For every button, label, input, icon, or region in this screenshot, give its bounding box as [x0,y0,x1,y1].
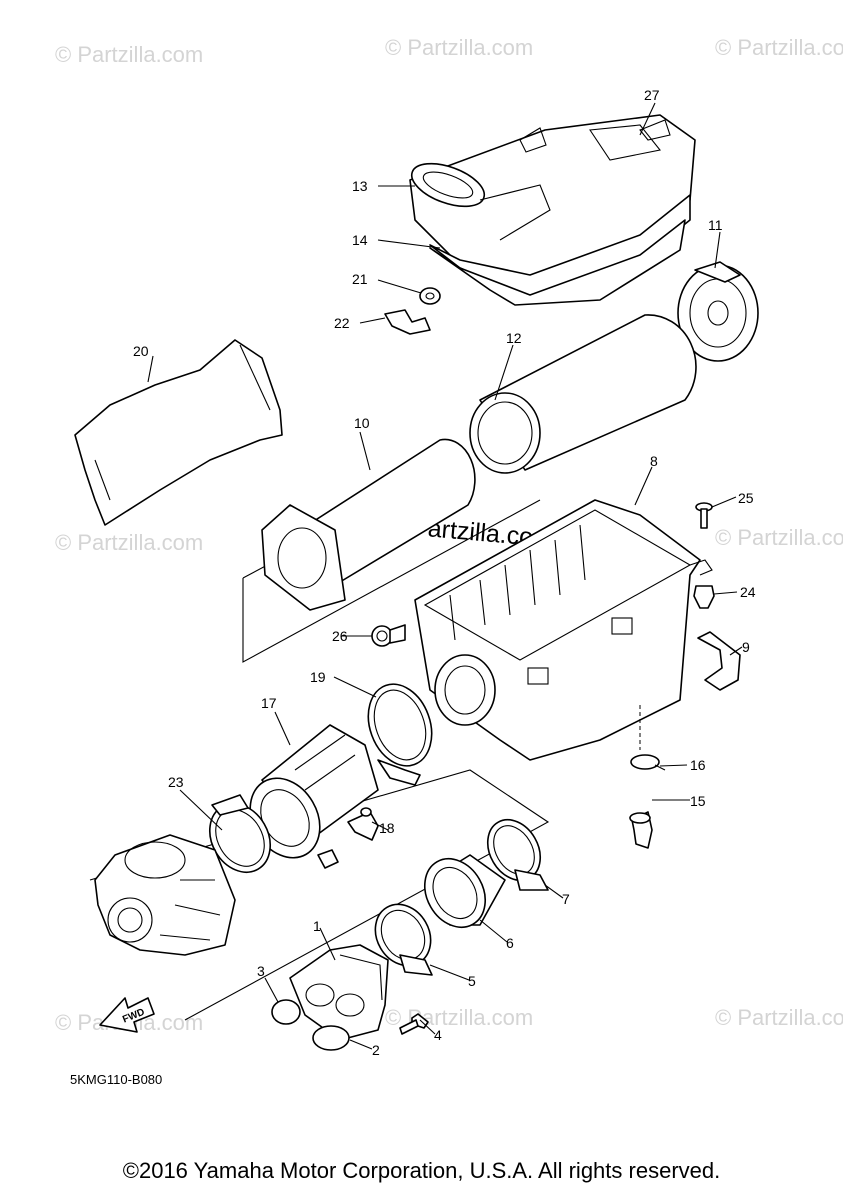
carburetor [94,834,236,956]
callout-17: 17 [261,695,277,711]
callout-11: 11 [708,217,723,233]
watermark-text: © Partzilla.com [55,42,203,67]
callout-21: 21 [352,271,368,287]
breather-fitting [347,807,379,841]
callout-19: 19 [310,669,326,685]
callout-26: 26 [332,628,348,644]
callout-8: 8 [650,453,658,469]
callout-5: 5 [468,973,476,989]
callout-1: 1 [313,918,321,934]
callout-6: 6 [506,935,514,951]
gaskets-and-bolt [271,999,429,1051]
callout-20: 20 [133,343,149,359]
callout-9: 9 [742,639,750,655]
watermark-text: © Partzilla.com [55,530,203,555]
intake-manifold [289,944,389,1041]
callout-10: 10 [354,415,370,431]
clamp-and-cap [629,705,666,849]
callout-2: 2 [372,1042,380,1058]
callout-12: 12 [506,330,522,346]
callout-25: 25 [738,490,754,506]
joint-clamp [367,683,433,786]
callout-16: 16 [690,757,706,773]
watermark-text: © Partzilla.com [385,35,533,60]
callout-23: 23 [168,774,184,790]
carb-joint-set [374,819,549,976]
copyright-notice: ©2016 Yamaha Motor Corporation, U.S.A. A… [122,1158,721,1183]
inner-element [261,438,476,611]
callout-22: 22 [334,315,350,331]
callout-numbers: 1 2 3 4 5 6 7 8 9 10 11 12 13 14 15 16 1… [133,87,756,1058]
clip-9 [697,631,741,691]
leader-lines [147,102,743,1050]
callout-18: 18 [379,820,395,836]
callout-4: 4 [434,1027,442,1043]
grommet-26 [371,624,406,647]
drain-grommet-and-fitting [384,287,441,335]
watermark-text: © Partzilla.com [715,525,843,550]
air-box-cover [409,114,696,306]
screw-and-nut [693,502,715,609]
air-filter-element [469,314,697,474]
callout-15: 15 [690,793,706,809]
heat-shield [74,339,283,526]
callout-3: 3 [257,963,265,979]
diagram-code: 5KMG110-B080 [70,1072,162,1087]
air-box-case [414,499,713,761]
callout-27: 27 [644,87,660,103]
callout-7: 7 [562,891,570,907]
callout-24: 24 [740,584,756,600]
callout-14: 14 [352,232,368,248]
watermark-text: © Partzilla.com [715,35,843,60]
element-cap [677,261,759,362]
callout-13: 13 [352,178,368,194]
watermark-text: © Partzilla.com [715,1005,843,1030]
